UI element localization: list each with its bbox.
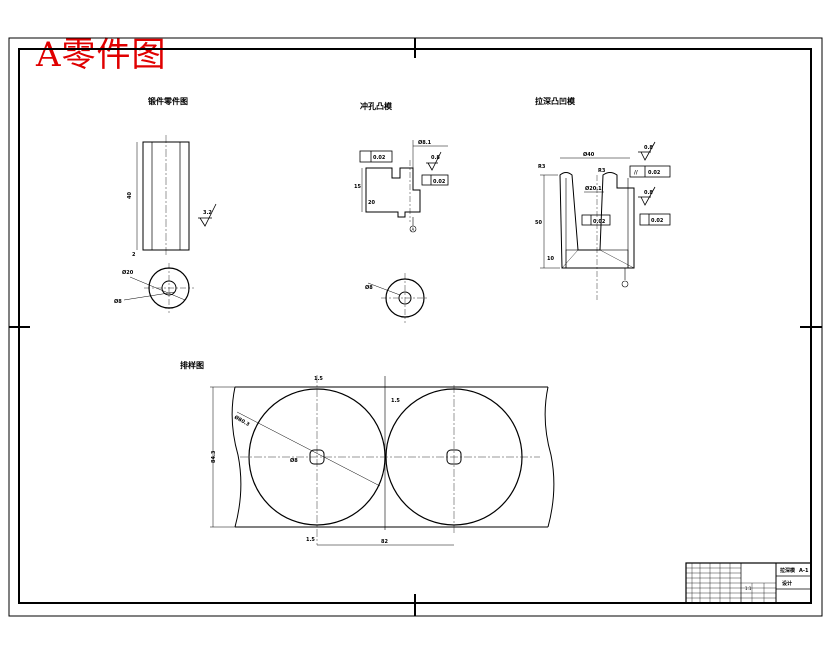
die-height-dim: 50	[535, 220, 542, 226]
die-bottom-dim: 10	[547, 256, 554, 262]
layout-width-dim: 84.3	[211, 450, 217, 463]
view-punch: 冲孔凸模 0.02 A Ø8.1 15 20 0.8 0.02 Ø8	[354, 101, 449, 323]
view-part: 锻件零件图 40 2 3.2 Ø20 Ø8	[114, 96, 217, 313]
view-die-label: 拉深凸凹模	[535, 96, 576, 106]
punch-position-tol: 0.02	[373, 155, 386, 161]
part-bottom-dim: 2	[132, 252, 136, 258]
title-block	[685, 562, 812, 604]
layout-edge-dim: 1.5	[306, 537, 315, 543]
punch-h2-dim: 20	[368, 200, 375, 206]
title-block-scale: 1:1	[745, 586, 752, 591]
title-block-code: A-1	[799, 568, 809, 574]
punch-h1-dim: 15	[354, 184, 361, 190]
punch-width-dim: Ø8.1	[418, 139, 432, 146]
view-layout-label: 排样图	[180, 360, 204, 370]
layout-step-dim: 1.5	[391, 398, 400, 404]
die-width-dim: Ø40	[583, 151, 595, 158]
centering-marks	[9, 38, 822, 616]
layout-hole-dim: Ø8	[290, 457, 298, 464]
svg-text://: //	[634, 170, 638, 176]
die-right-radius: R3	[598, 168, 606, 174]
die-flatness-tol: 0.02	[651, 218, 664, 224]
die-roughness-2: 0.8	[644, 190, 653, 196]
die-left-radius: R3	[538, 164, 546, 170]
die-inner-dim: Ø20.1	[585, 185, 602, 192]
title-block-company: 设计	[782, 580, 792, 587]
part-height-dim: 40	[127, 192, 133, 199]
view-part-label: 锻件零件图	[148, 96, 188, 106]
die-perp-tol: 0.02	[593, 219, 606, 225]
inner-frame	[18, 48, 812, 604]
layout-circle-dim: Ø80.3	[233, 414, 251, 429]
punch-roughness: 0.8	[431, 155, 440, 161]
layout-pitch-dim: 82	[381, 539, 388, 545]
outer-frame	[8, 37, 823, 617]
die-roughness-1: 0.8	[644, 145, 653, 151]
part-roughness: 3.2	[203, 210, 212, 216]
punch-hole-dim: Ø8	[365, 284, 373, 291]
drawing-title: A零件图	[36, 35, 167, 75]
title-block-name: 拉深模	[780, 567, 796, 574]
svg-text:A: A	[412, 227, 415, 232]
die-parallel-tol: 0.02	[648, 170, 661, 176]
punch-flatness: 0.02	[433, 179, 446, 185]
view-die: 拉深凸凹模 Ø40 50 10 R3 R3 Ø20.1 // 0.02 0.8 …	[535, 96, 671, 300]
part-inner-dia: Ø8	[114, 298, 122, 305]
view-punch-label: 冲孔凸模	[360, 101, 393, 111]
view-layout: 排样图 Ø80.3 Ø8 84.3 1.5 1.5 1.5 82	[180, 360, 555, 546]
part-outer-dia: Ø20	[122, 269, 134, 276]
layout-gap-dim: 1.5	[314, 376, 323, 382]
